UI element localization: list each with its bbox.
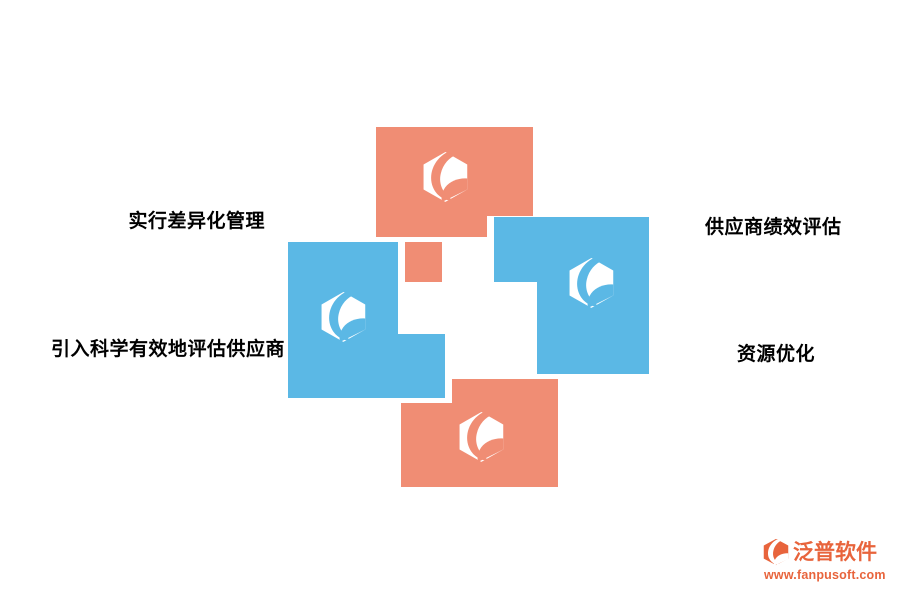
fanpu-watermark-logo-icon xyxy=(763,538,789,566)
label-top-right: 供应商绩效评估 xyxy=(705,217,842,238)
fanpu-leaf-logo-icon xyxy=(569,258,614,308)
fanpu-leaf-logo-icon xyxy=(321,292,366,342)
block-right[interactable] xyxy=(494,217,649,374)
label-top-left: 实行差异化管理 xyxy=(128,211,265,232)
fanpu-leaf-logo-icon xyxy=(459,412,504,462)
watermark-url: www.fanpusoft.com xyxy=(764,568,886,582)
block-top[interactable] xyxy=(376,127,533,237)
center-accent-square-orange xyxy=(405,242,442,282)
label-bottom-right: 资源优化 xyxy=(737,344,816,365)
watermark: 泛普软件 www.fanpusoft.com xyxy=(762,538,890,588)
watermark-brand-name: 泛普软件 xyxy=(793,540,877,564)
fanpu-leaf-logo-icon xyxy=(423,152,468,202)
block-left-shape[interactable] xyxy=(288,242,445,398)
block-left[interactable] xyxy=(288,242,445,398)
label-bottom-left: 引入科学有效地评估供应商 xyxy=(50,339,285,360)
watermark-row: 泛普软件 xyxy=(762,538,877,566)
block-bottom[interactable] xyxy=(401,379,558,487)
